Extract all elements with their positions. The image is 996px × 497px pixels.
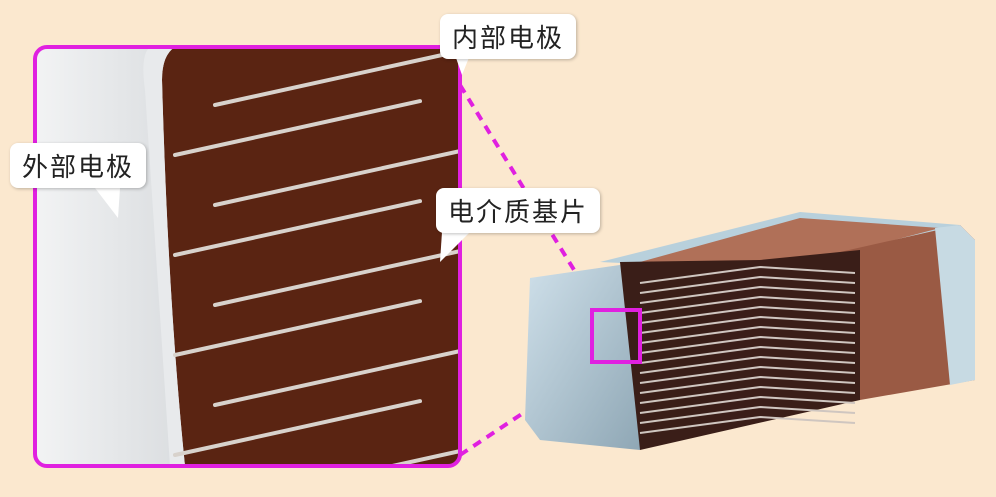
chip-electrode-line [639,355,856,374]
chip-electrode-line [639,325,856,344]
label-dielectric: 电介质基片 [436,188,601,233]
chip-electrode-line [639,285,856,304]
label-inner-electrode: 内部电极 [440,14,577,59]
chip-electrode-line [639,315,856,334]
chip-electrode-line [639,335,856,354]
label-outer-electrode: 外部电极 [10,143,147,188]
inner-electrode-line [213,346,460,407]
inner-electrode-line [213,446,460,466]
inner-electrode-line [173,399,422,457]
inner-electrode-lines [173,47,460,466]
chip-electrode-line [639,295,856,314]
chip-electrode-line [639,405,856,424]
inner-electrode-line [213,146,460,207]
chip-electrode-line [639,375,856,394]
inner-electrode-line [173,299,422,357]
chip-electrode-line [639,305,856,324]
chip-electrode-line [639,385,856,404]
chip-electrode-line [639,395,856,414]
chip-electrode-line [639,415,856,434]
magnified-section [35,47,460,466]
inner-electrode-line [173,99,422,157]
dielectric-layer [162,47,460,466]
inner-electrode-line [213,246,460,307]
chip-electrode-line [639,365,856,384]
chip-electrode-lines [639,265,856,434]
chip-electrode-line [639,345,856,364]
magnifier-frame [33,45,462,468]
chip-electrode-line [639,265,856,284]
inner-electrode-line [173,199,422,257]
highlight-box [590,308,642,364]
capacitor-chip [525,212,975,450]
chip-electrode-line [639,275,856,294]
inner-electrode-line [213,47,460,107]
